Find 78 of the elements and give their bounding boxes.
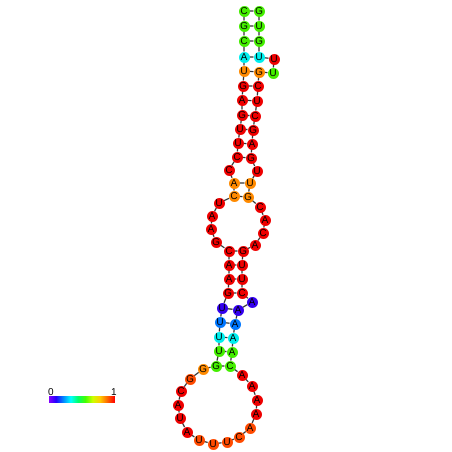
connector-line bbox=[224, 198, 230, 202]
nucleotide-circle: U bbox=[268, 54, 280, 64]
nucleotide-circle: U bbox=[244, 178, 256, 188]
nucleotide-circle: A bbox=[228, 178, 240, 188]
connector-line bbox=[225, 322, 230, 324]
nucleotide-circle: A bbox=[246, 138, 258, 150]
nucleotide-circle: A bbox=[232, 304, 244, 316]
nucleotide-circle: A bbox=[260, 214, 270, 226]
nucleotide-circle: A bbox=[224, 274, 234, 284]
nucleotide-circle: U bbox=[254, 52, 264, 62]
nucleotide-circle: A bbox=[238, 52, 250, 62]
nucleotide-circle: U bbox=[268, 68, 278, 78]
nucleotide-circle: U bbox=[236, 260, 248, 270]
nucleotide-circle: C bbox=[258, 228, 268, 238]
nucleotide-circle: A bbox=[182, 426, 192, 438]
nucleotide-circle: C bbox=[236, 288, 248, 298]
nucleotide-circle: U bbox=[232, 138, 244, 148]
nucleotide-circle: G bbox=[238, 80, 248, 92]
connector-line bbox=[264, 57, 269, 59]
nucleotide-circle: U bbox=[236, 274, 248, 284]
nucleotide-circle: C bbox=[234, 432, 244, 442]
nucleotide-circle: C bbox=[224, 360, 236, 372]
nucleotide-circle: G bbox=[254, 36, 264, 46]
nucleotide-circle: A bbox=[228, 332, 238, 344]
nucleotide-circle: G bbox=[238, 246, 248, 256]
nucleotide-circle: G bbox=[238, 20, 250, 32]
nucleotide-circle: A bbox=[226, 346, 238, 358]
connector-line bbox=[252, 418, 254, 424]
nucleotide-circle: A bbox=[206, 210, 218, 222]
nucleotide-circle: A bbox=[206, 224, 216, 234]
nucleotide-circle: U bbox=[222, 436, 232, 448]
nucleotide-circle: G bbox=[254, 6, 264, 16]
nucleotide-circle: G bbox=[210, 236, 222, 248]
nucleotide-circle: G bbox=[198, 364, 208, 374]
nucleotide-circle: A bbox=[252, 394, 262, 406]
nucleotide-circle: C bbox=[238, 6, 250, 16]
nucleotide-circle: G bbox=[246, 152, 256, 164]
nucleotide-circle: U bbox=[252, 166, 262, 176]
nucleotide-circle: U bbox=[214, 332, 224, 342]
nucleotide-circle: A bbox=[236, 370, 248, 380]
nucleotide-circle: A bbox=[244, 422, 256, 434]
nucleotide-circle: U bbox=[214, 346, 224, 356]
nucleotide-circle: U bbox=[214, 198, 224, 208]
nucleotide-circle: C bbox=[238, 36, 250, 46]
nucleotide-circle: G bbox=[222, 288, 234, 298]
scale-label: 0 bbox=[48, 387, 54, 398]
nucleotide-circle: A bbox=[250, 240, 260, 250]
nucleotide-circle: U bbox=[214, 316, 226, 328]
nucleotide-circle: A bbox=[236, 94, 248, 106]
nucleotide-circle: A bbox=[172, 400, 184, 410]
nucleotide-circle: U bbox=[216, 302, 228, 314]
nucleotide-circle: G bbox=[184, 374, 196, 384]
nucleotide-circle: G bbox=[236, 110, 248, 120]
nucleotide-circle: A bbox=[230, 318, 240, 330]
scale-label: 1 bbox=[111, 387, 117, 398]
nucleotide-circle: A bbox=[224, 260, 234, 270]
nucleotide-circle: C bbox=[252, 80, 264, 92]
nucleotide-circle: U bbox=[234, 124, 246, 134]
nucleotide-circle: U bbox=[254, 20, 264, 32]
nucleotide-circle: C bbox=[232, 152, 242, 162]
nucleotide-circle: G bbox=[254, 66, 264, 78]
nucleotide-circle: U bbox=[252, 96, 262, 106]
nucleotide-circle: C bbox=[228, 190, 240, 202]
nucleotide-circle: G bbox=[210, 360, 222, 372]
nucleotide-circle: A bbox=[250, 408, 262, 420]
nucleotide-circle: C bbox=[254, 202, 266, 212]
nucleotide-circle: A bbox=[246, 296, 258, 308]
nucleotide-circle: G bbox=[248, 124, 258, 136]
nucleotide-circle: G bbox=[242, 192, 254, 202]
nucleotide-circle: A bbox=[246, 380, 258, 392]
nucleotide-circle: C bbox=[176, 386, 186, 396]
nucleotide-circle: U bbox=[174, 412, 186, 424]
nucleotide-circle: U bbox=[194, 434, 204, 446]
nucleotide-circle: U bbox=[238, 66, 250, 76]
nucleotide-circle: C bbox=[224, 164, 234, 176]
nucleotide-circle: C bbox=[250, 110, 260, 122]
nucleotide-circle: C bbox=[224, 246, 234, 256]
nucleotide-circle: U bbox=[208, 438, 218, 450]
